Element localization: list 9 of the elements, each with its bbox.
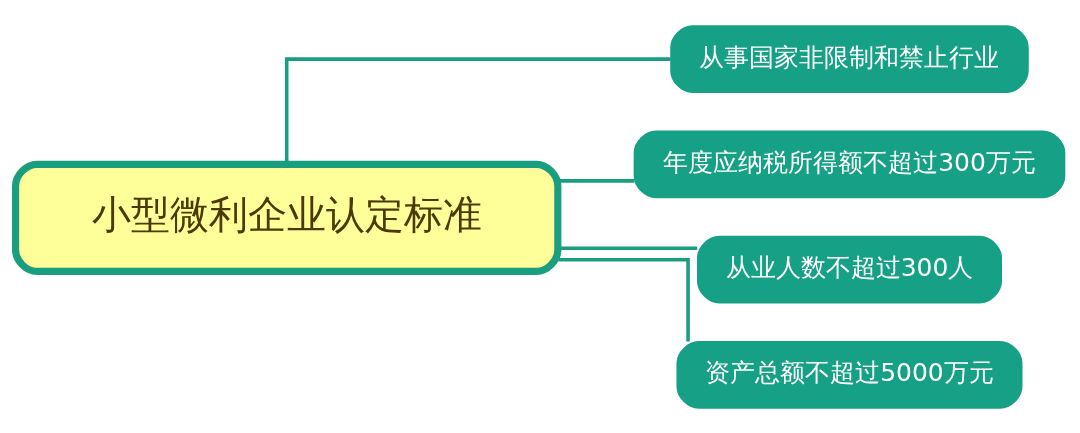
connector	[284, 56, 671, 164]
connector	[558, 178, 635, 183]
node-box: 从业人数不超过300人	[696, 235, 1002, 303]
node-box: 资产总额不超过5000万元	[676, 340, 1023, 409]
node-box: 小型微利企业认定标准	[12, 160, 562, 275]
connector	[558, 257, 690, 342]
node-box: 年度应纳税所得额不超过300万元	[633, 130, 1066, 198]
node-box: 从事国家非限制和禁止行业	[670, 24, 1029, 93]
connector	[558, 245, 698, 250]
